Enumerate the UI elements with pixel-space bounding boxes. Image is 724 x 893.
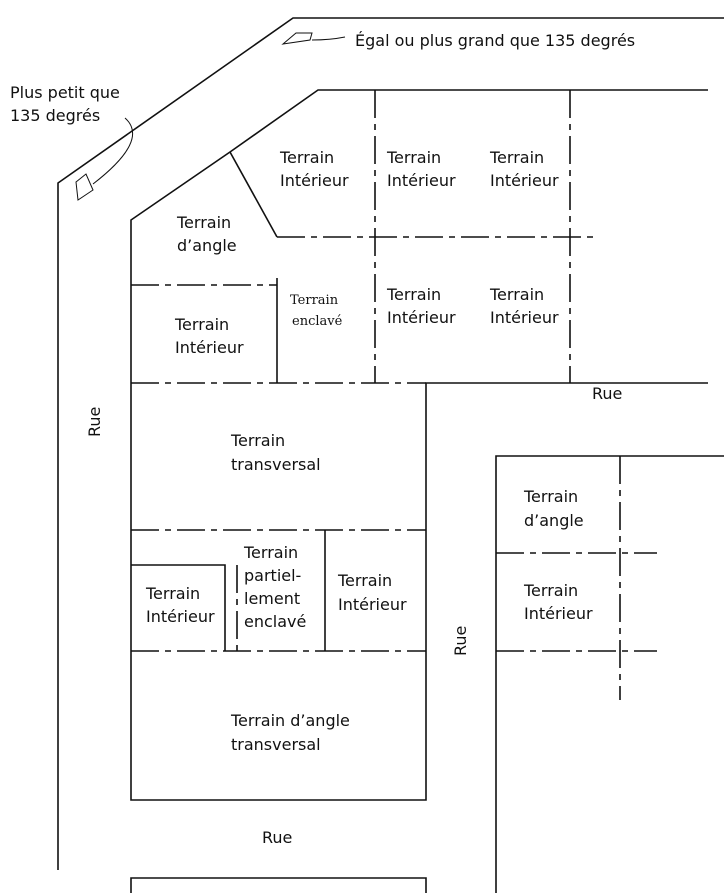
angle-leader-greater — [311, 36, 346, 41]
lot-interior-mid-3-l2: Intérieur — [490, 308, 559, 327]
lot-interior-top-3-l2: Intérieur — [490, 171, 559, 190]
annotation-smaller-135-line1: Plus petit que — [10, 83, 120, 102]
street-label-left: Rue — [85, 407, 104, 437]
lot-interior-top-2-l2: Intérieur — [387, 171, 456, 190]
lot-interior-small-right-l1: Terrain — [337, 571, 392, 590]
lot-corner-top-l1: Terrain — [176, 213, 231, 232]
lot-interior-left-l1: Terrain — [174, 315, 229, 334]
lot-corner-right-l2: d’angle — [524, 511, 584, 530]
angle-marker-smaller — [75, 173, 94, 201]
annotation-smaller-135-line2: 135 degrés — [10, 106, 100, 125]
annotation-greater-135: Égal ou plus grand que 135 degrés — [355, 31, 635, 50]
street-label-right: Rue — [592, 384, 622, 403]
lot-partial-enclave-l3: lement — [244, 589, 300, 608]
angle-marker-greater — [281, 32, 313, 45]
block-boundary-upper — [130, 89, 708, 801]
lot-transversal-l1: Terrain — [230, 431, 285, 450]
lot-interior-right-l1: Terrain — [523, 581, 578, 600]
lot-interior-small-left-l2: Intérieur — [146, 607, 215, 626]
lot-partial-enclave-l2: partiel- — [244, 566, 301, 585]
lot-interior-left-l2: Intérieur — [175, 338, 244, 357]
lot-interior-top-2-l1: Terrain — [386, 148, 441, 167]
lot-interior-small-right-l2: Intérieur — [338, 595, 407, 614]
block-boundary-bottom — [130, 877, 427, 893]
lot-partial-enclave-l4: enclavé — [244, 612, 306, 631]
lot-transversal-l2: transversal — [231, 455, 321, 474]
lot-corner-transversal-l1: Terrain d’angle — [230, 711, 350, 730]
lot-corner-top-l2: d’angle — [177, 236, 237, 255]
block-boundary-right — [495, 455, 724, 893]
lot-enclave-l2: enclavé — [292, 314, 343, 329]
lot-enclave-l1: Terrain — [290, 293, 339, 308]
street-edge-outer — [57, 17, 724, 870]
lot-interior-top-1-l2: Intérieur — [280, 171, 349, 190]
lot-interior-top-3-l1: Terrain — [489, 148, 544, 167]
lot-partial-enclave-l1: Terrain — [243, 543, 298, 562]
lot-interior-top-1-l1: Terrain — [279, 148, 334, 167]
lot-interior-mid-2-l2: Intérieur — [387, 308, 456, 327]
lot-interior-right-l2: Intérieur — [524, 604, 593, 623]
lot-corner-right-l1: Terrain — [523, 487, 578, 506]
divider-small-box — [131, 564, 226, 651]
lot-interior-small-left-l1: Terrain — [145, 584, 200, 603]
lot-interior-mid-2-l1: Terrain — [386, 285, 441, 304]
lot-interior-mid-3-l1: Terrain — [489, 285, 544, 304]
divider-corner-diagonal — [229, 151, 278, 238]
lot-corner-transversal-l2: transversal — [231, 735, 321, 754]
angle-leader-smaller — [92, 117, 134, 185]
street-label-bottom: Rue — [262, 828, 292, 847]
street-label-middle: Rue — [451, 626, 470, 656]
